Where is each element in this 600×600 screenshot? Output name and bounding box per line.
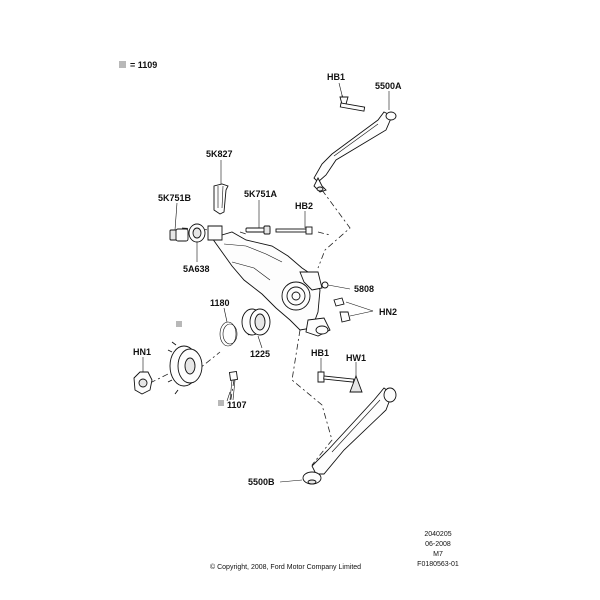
lower-control-arm (302, 387, 397, 485)
fitting-5808 (321, 281, 329, 289)
label-hw1: HW1 (346, 353, 366, 363)
label-5808: 5808 (354, 284, 374, 294)
snap-ring-1180 (219, 321, 238, 347)
wheel-hub (167, 321, 203, 395)
label-hn1: HN1 (133, 347, 151, 357)
bolt-hb2 (275, 226, 313, 235)
legend: = 1109 (119, 60, 157, 70)
upper-control-arm (313, 111, 397, 193)
code-4: F0180563-01 (417, 561, 459, 568)
bolt-hb1-top (339, 94, 366, 112)
label-hb1-bottom: HB1 (311, 348, 329, 358)
bushing-5k751b (169, 228, 189, 242)
knuckle-assembly (211, 231, 331, 337)
label-hb2: HB2 (295, 201, 313, 211)
label-1180: 1180 (210, 298, 230, 308)
part-labels: HB1 5500A 5K827 5K751B 5K751A HB2 5A638 … (133, 72, 402, 487)
label-5a638: 5A638 (183, 264, 210, 274)
leader-lines (142, 82, 390, 483)
label-5k827: 5K827 (206, 149, 233, 159)
footer: © Copyright, 2008, Ford Motor Company Li… (210, 531, 459, 571)
code-2: 06-2008 (425, 541, 451, 548)
label-1107: 1107 (227, 400, 247, 410)
label-hb1-top: HB1 (327, 72, 345, 82)
marker-1107 (218, 400, 224, 406)
pin-5k751a (245, 225, 271, 235)
code-1: 2040205 (424, 531, 451, 538)
marker-hub (176, 321, 182, 327)
bearing-1225 (241, 308, 271, 336)
bolt-hb1-bottom (317, 371, 355, 383)
legend-marker (119, 61, 126, 68)
code-3: M7 (433, 551, 443, 558)
label-5k751b: 5K751B (158, 193, 192, 203)
bolt-1107 (228, 370, 239, 401)
nut-hn1 (133, 371, 153, 395)
bushing-5a638 (188, 223, 223, 243)
label-5500b: 5500B (248, 477, 275, 487)
label-5k751a: 5K751A (244, 189, 278, 199)
label-hn2: HN2 (379, 307, 397, 317)
bracket-5k827 (213, 183, 229, 215)
label-5500a: 5500A (375, 81, 402, 91)
label-1225: 1225 (250, 349, 270, 359)
copyright-text: © Copyright, 2008, Ford Motor Company Li… (210, 563, 361, 571)
nuts-hn2 (333, 297, 351, 323)
washer-hw1 (349, 374, 363, 393)
legend-text: = 1109 (130, 60, 157, 70)
